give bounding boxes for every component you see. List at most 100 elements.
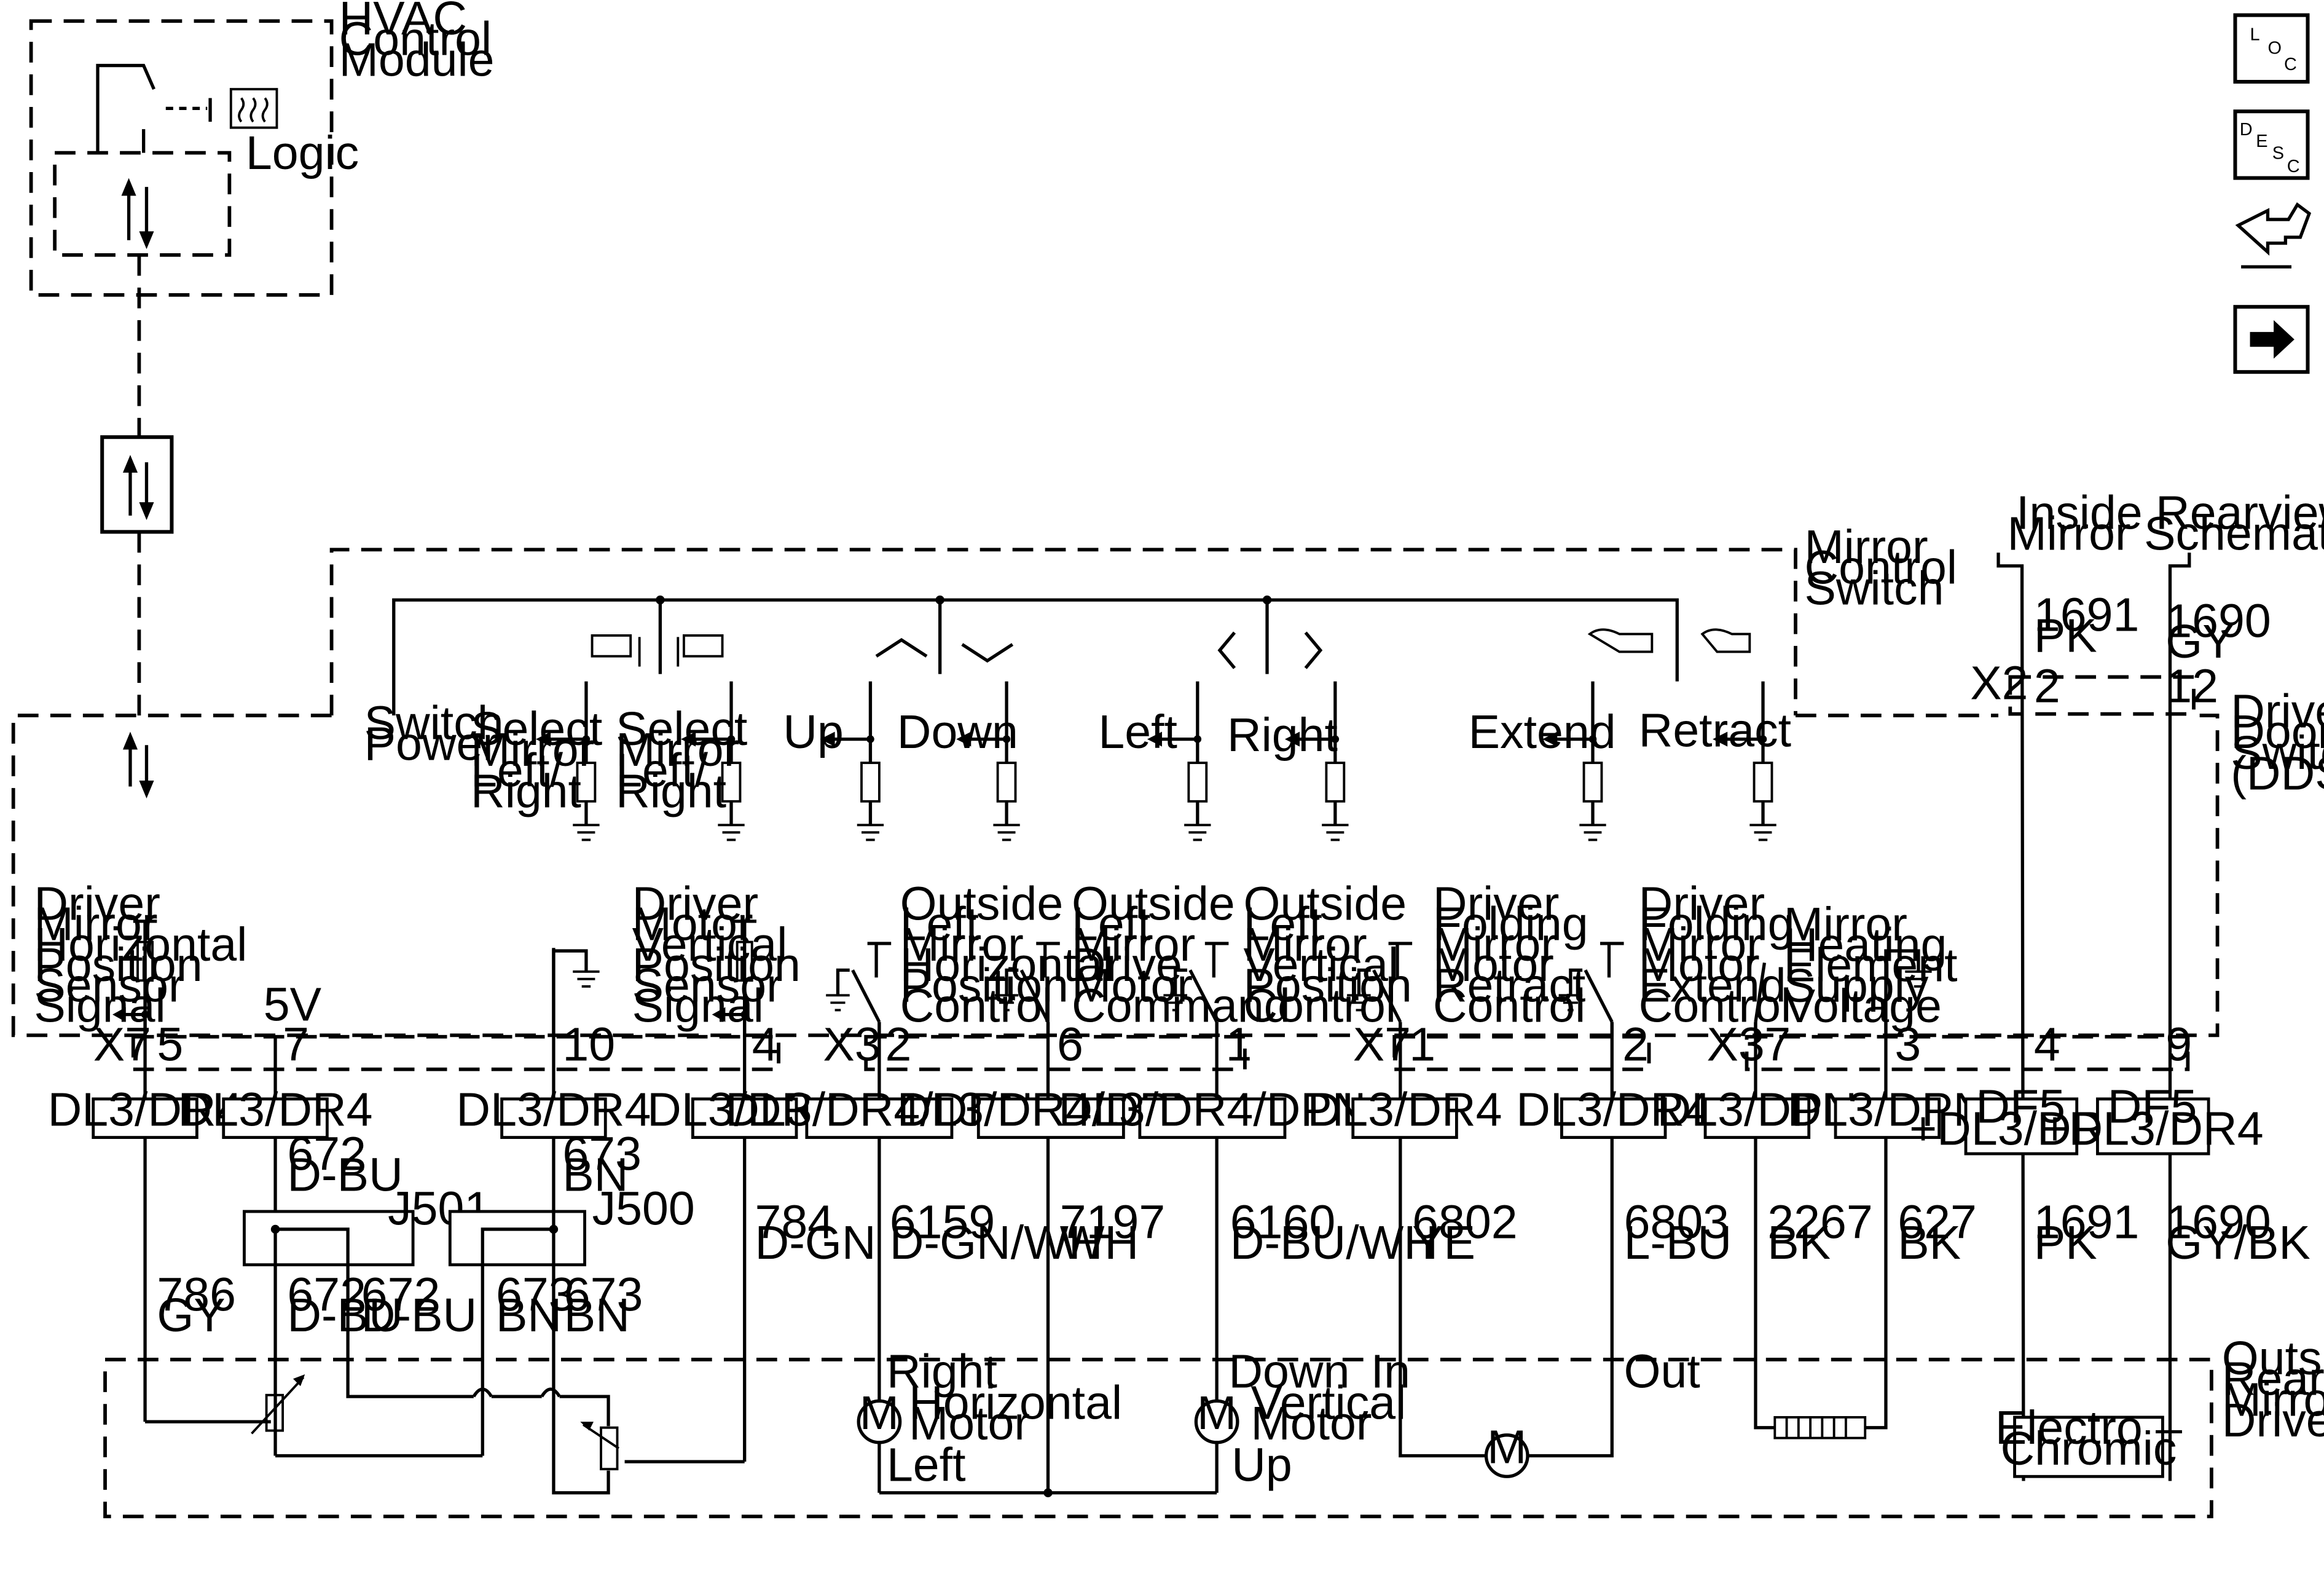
svg-text:GY: GY — [157, 1289, 225, 1342]
left-right-icon — [1217, 631, 1323, 669]
svg-text:627: 627 — [1898, 1195, 1977, 1248]
circuit-label-line: Mirror — [1243, 918, 1367, 971]
svg-text:Mirror: Mirror — [616, 723, 739, 776]
svg-text:4: 4 — [752, 1018, 779, 1071]
driver-door-switch: Driver Door Switch (DDS) Switch Power Se… — [11, 681, 2324, 1038]
svg-text:673: 673 — [496, 1268, 575, 1321]
serial-data-arrows-icon — [122, 455, 154, 521]
svg-text:Mirror Schematics: Mirror Schematics — [2007, 507, 2324, 560]
circuit-label-line: Position — [632, 939, 801, 991]
circuit-label-line: Motor — [1639, 939, 1760, 991]
electrochromic-element: Electro – Chromic — [1995, 1401, 2182, 1478]
svg-text:7197: 7197 — [1060, 1195, 1165, 1248]
desc-icon[interactable]: D E S C — [2233, 109, 2310, 180]
svg-text:6803: 6803 — [1624, 1195, 1729, 1248]
circuit-label-line: Drive — [1072, 939, 1182, 991]
circuit-labels: DriverMirrorHorizontalPositionSensorSign… — [34, 877, 1958, 1037]
circuit-label-line: Control — [900, 980, 1053, 1033]
svg-text:L: L — [2250, 25, 2260, 45]
svg-text:Down: Down — [1228, 1345, 1349, 1398]
svg-text:DF5: DF5 — [1976, 1081, 2065, 1133]
svg-text:YE: YE — [1412, 1216, 1475, 1269]
svg-text:2: 2 — [885, 1018, 912, 1071]
svg-text:Vertical: Vertical — [1251, 1376, 1407, 1429]
data-arrows-icon — [121, 178, 154, 250]
circuit-label-line: Mirror — [900, 918, 1024, 971]
svg-text:Driver: Driver — [2222, 1394, 2324, 1447]
svg-text:6802: 6802 — [1412, 1195, 1517, 1248]
circuit-label-line: Mirror — [1072, 918, 1195, 971]
svg-text:DF5: DF5 — [2108, 1081, 2197, 1133]
svg-text:D-BU/WH: D-BU/WH — [1230, 1216, 1438, 1269]
circuit-label-line: Position — [34, 939, 202, 991]
svg-text:Right: Right — [616, 765, 726, 817]
circuit-label-line: Control — [1639, 980, 1791, 1033]
loc-icon[interactable]: L O C — [2233, 13, 2310, 84]
svg-text:Left/: Left/ — [616, 744, 709, 797]
vertical-motor-icon: M — [1194, 1387, 1239, 1444]
circuit-label-line: Driver — [1433, 877, 1560, 930]
five-volt-label: 5V — [264, 978, 322, 1031]
svg-text:Right: Right — [471, 765, 581, 817]
svg-text:D-BU: D-BU — [287, 1148, 402, 1201]
circuit-label-line: Vertical — [1243, 939, 1399, 991]
svg-text:S: S — [2272, 143, 2284, 163]
svg-text:D-BU: D-BU — [287, 1289, 402, 1342]
svg-text:D-GN/WH: D-GN/WH — [890, 1216, 1103, 1269]
option-boxes: DL3/DR4 DL3/DR4 DL3/DR4 DL3/DR4 DL3/DR4/… — [48, 1081, 2264, 1156]
svg-text:BK: BK — [1898, 1216, 1961, 1269]
mirror-heater-icon — [1773, 1416, 1867, 1439]
svg-text:5: 5 — [157, 1018, 183, 1071]
svg-text:BK: BK — [1767, 1216, 1831, 1269]
switch-input-stage — [1713, 681, 1776, 841]
svg-text:672: 672 — [287, 1128, 366, 1181]
up-down-icon — [875, 638, 1014, 663]
circuit-label-line: Motor — [1433, 939, 1554, 991]
circuit-label-line: Vertical — [632, 918, 788, 971]
svg-text:DL3/DR4: DL3/DR4 — [1308, 1083, 1502, 1136]
svg-text:2267: 2267 — [1767, 1195, 1872, 1248]
svg-text:1690: 1690 — [2165, 1195, 2271, 1248]
svg-text:Inside Rearview: Inside Rearview — [2016, 487, 2324, 540]
switch-input-stage — [1542, 681, 1606, 841]
svg-text:PK: PK — [2034, 609, 2097, 662]
circuit-label-line: Sensor — [632, 959, 782, 1012]
switch-input-stage — [1147, 681, 1211, 841]
svg-text:Retract: Retract — [1639, 704, 1791, 757]
connector-view-icon[interactable] — [2235, 202, 2312, 269]
svg-text:672: 672 — [361, 1268, 441, 1321]
svg-text:Mirror –: Mirror – — [2222, 1373, 2324, 1426]
svg-text:Control: Control — [1804, 541, 1957, 594]
svg-text:C: C — [2284, 55, 2297, 74]
circuit-label-line: Command — [1072, 980, 1290, 1033]
circuit-label-line: Mirror — [1639, 918, 1762, 971]
svg-text:Door: Door — [2231, 706, 2324, 758]
svg-text:1: 1 — [1226, 1018, 1252, 1071]
svg-text:Extend: Extend — [1469, 706, 1616, 758]
svg-text:BN: BN — [496, 1289, 562, 1342]
svg-text:Switch: Switch — [1804, 562, 1944, 615]
svg-text:X7: X7 — [1353, 1018, 1411, 1071]
svg-text:Down: Down — [897, 706, 1018, 758]
circuit-label-line: Signal — [632, 980, 764, 1033]
svg-text:673: 673 — [564, 1268, 643, 1321]
connector-row: X7 X3 X7 X3 5 7 10 4 2 6 1 1 2 7 3 4 9 — [93, 1018, 2192, 1071]
next-page-icon[interactable] — [2233, 305, 2310, 374]
hvac-module-label-1: HVAC — [339, 0, 467, 45]
svg-text:Motor: Motor — [909, 1397, 1030, 1450]
svg-text:7: 7 — [283, 1018, 309, 1071]
svg-text:Left: Left — [1098, 706, 1177, 758]
svg-text:+DL3/DR4: +DL3/DR4 — [2041, 1103, 2264, 1156]
svg-text:Power: Power — [364, 717, 498, 770]
svg-text:E: E — [2256, 132, 2267, 151]
svg-text:12: 12 — [2165, 660, 2218, 712]
circuit-label-line: Left — [900, 898, 979, 951]
svg-text:D-BU: D-BU — [361, 1289, 477, 1342]
svg-text:O: O — [2267, 38, 2281, 58]
folding-motor-icon: M — [1484, 1421, 1529, 1478]
svg-text:Left/: Left/ — [471, 744, 563, 797]
svg-text:M: M — [1487, 1421, 1526, 1474]
hvac-module-label-2: Control — [339, 13, 492, 66]
nav-icons: L O C D E S C — [2233, 13, 2312, 374]
